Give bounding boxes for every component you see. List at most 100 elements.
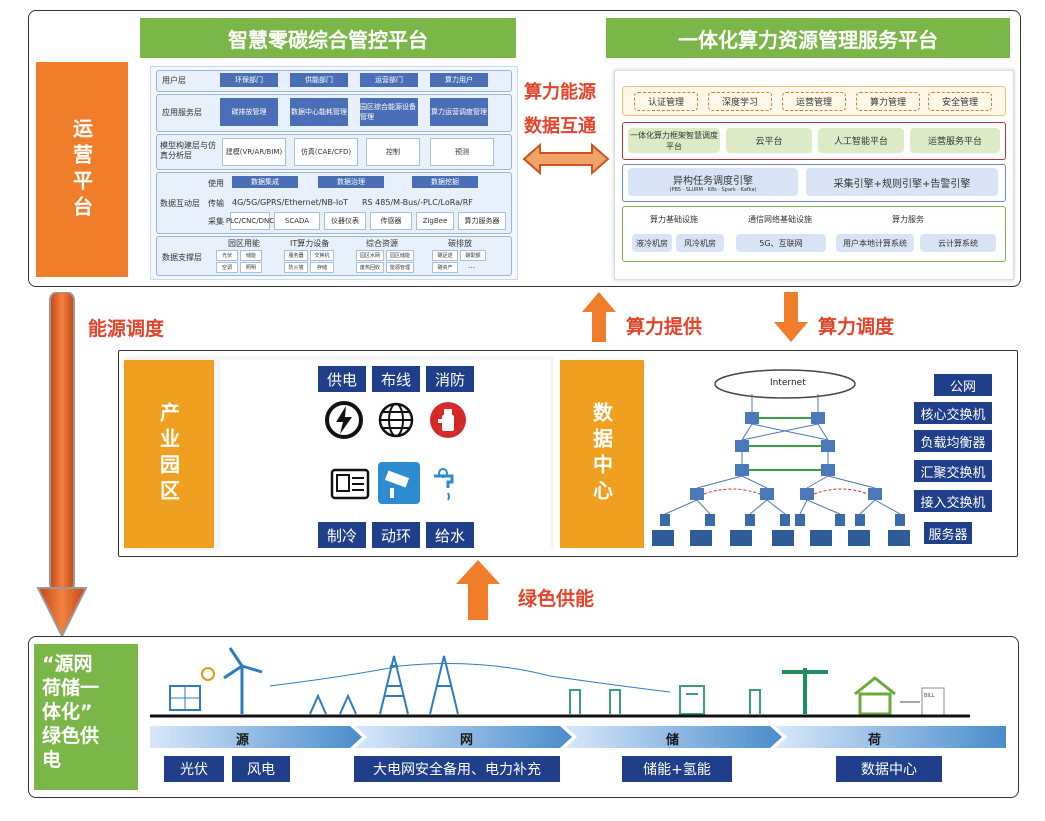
server-label: 服务器 [924,522,972,544]
group-item: 储能 [240,250,262,261]
air-conditioner-icon [330,468,370,500]
energy-dispatch-arrow [36,292,88,638]
user-cell: 运营部门 [360,73,418,87]
infra-item: 云计算系统 [920,234,996,252]
user-cell: 环保部门 [220,73,278,87]
solar-panel-icon [169,667,215,711]
grid-backup-label: 大电网安全备用、电力补充 [354,756,560,782]
park-side-label: 产业园区 [124,360,214,548]
mgmt-item: 运营管理 [782,92,846,111]
group-item: 园区储能 [386,250,414,261]
group-item: 废热回收 [356,262,384,273]
collect-cell: ZigBee [416,212,454,230]
transfer-label: 传输 [208,199,224,208]
utility-pole-icon [782,668,828,714]
cooling-label: 制冷 [318,522,366,548]
platform-item: 人工智能平台 [818,128,904,153]
user-layer-label: 用户层 [162,76,186,85]
compute-supply-arrow [582,292,616,342]
fire-icon [430,402,466,438]
group-item: 碳资产 [432,262,458,273]
mgmt-item: 安全管理 [928,92,992,111]
datacenter-topology [652,369,910,546]
collect-cell: PLC/CNC/DNC [226,212,274,230]
infra-item: 风冷机房 [676,234,724,252]
group-item: … [468,262,475,270]
green-supply-label: 绿色供能 [518,588,595,610]
mgmt-item: 认证管理 [634,92,698,111]
camera-icon [378,462,420,504]
model-cell: 仿真(CAE/CFD) [294,138,358,166]
collect-rule-alert-engine: 采集引擎+规则引擎+告警引擎 [806,168,998,196]
source-grid-load-storage-label: “源网 荷储一 体化” 绿色供 电 [34,644,138,790]
load-balancer-label: 负载均衡器 [914,430,992,452]
scheduling-engine-sub: (PBS · SLURM · K8s · Spark · Kafka) [669,186,757,193]
house-icon [854,676,896,716]
datacenter-side-label: 数据中心 [560,360,644,548]
group-name: 综合资源 [366,239,398,248]
group-item: 光伏 [216,250,238,261]
infra-header: 算力服务 [892,215,924,224]
water-supply-label: 给水 [426,522,474,548]
access-switch-label: 接入交换机 [914,490,992,512]
core-switch-label: 核心交换机 [914,402,992,424]
bill-icon-label: BILL [924,693,935,699]
app-cell: 数据中心能耗管理 [290,98,348,126]
stage-source: 源 [236,733,250,748]
transfer-protocols-2: RS 485/M-Bus/-PLC/LoRa/RF [362,198,473,207]
side-line: 体化” [42,701,93,723]
collect-cell: 传感器 [370,212,412,230]
group-item: 服务器 [284,250,308,261]
group-name: 园区用能 [228,239,260,248]
compute-resource-title: 一体化算力资源管理服务平台 [606,18,1010,58]
group-item: 照明 [240,262,262,273]
green-supply-arrow [456,560,500,620]
app-service-label: 应用服务层 [162,108,202,117]
smart-zero-carbon-title: 智慧零碳综合管控平台 [140,18,516,58]
use-label: 使用 [208,179,224,188]
energy-dispatch-label: 能源调度 [88,318,165,340]
ops-platform-label: 运营平台 [36,62,128,277]
wind-label: 风电 [232,756,290,782]
side-line: 荷储一 [42,677,100,699]
fire-label: 消防 [426,366,474,392]
infra-header: 算力基础设施 [650,215,698,224]
mgmt-item: 深度学习 [708,92,772,111]
model-cell: 建模(VR/AR/BIM) [222,138,286,166]
group-item: 碳足迹 [432,250,458,261]
stage-storage: 储 [666,733,680,748]
group-item: 碳配额 [460,250,486,261]
env-monitor-label: 动环 [372,522,420,548]
group-item: 防火墙 [284,262,308,273]
mgmt-item: 算力管理 [856,92,920,111]
storage-icon [569,685,761,715]
transmission-tower-icon [309,655,459,715]
side-line: “源网 [42,653,93,675]
model-cell: 控制 [366,138,420,166]
stage-grid: 网 [460,733,474,748]
use-cell: 数据挖掘 [412,176,478,188]
infra-header: 通信网络基础设施 [748,215,812,224]
group-name: 碳排放 [448,239,472,248]
collect-cell: 仪器仪表 [324,212,366,230]
datacenter-load-label: 数据中心 [836,756,942,782]
internet-label: Internet [770,378,806,388]
data-support-label: 数据支撑层 [162,253,202,262]
group-item: 交换机 [310,250,334,261]
side-line: 绿色供 [42,725,100,747]
water-tap-icon [434,468,454,501]
storage-hydrogen-label: 储能+氢能 [622,756,732,782]
platform-item: 一体化算力框架智慧调度平台 [628,128,720,153]
app-cell: 碳排放管理 [220,98,278,126]
data-exchange-label: 数据互通 [524,116,596,137]
platform-item: 云平台 [726,128,812,153]
group-item: 空调 [216,262,238,273]
energy-chain-illustration [150,647,970,718]
scheduling-engine: 异构任务调度引擎 (PBS · SLURM · K8s · Spark · Ka… [628,168,798,196]
use-cell: 数据集成 [232,176,298,188]
model-layer-label: 模型构建层与仿真分析层 [160,141,216,160]
platform-item: 运营服务平台 [910,128,1000,153]
compute-schedule-arrow [774,292,808,342]
compute-supply-label: 算力提供 [626,316,703,338]
user-cell: 供能部门 [290,73,348,87]
